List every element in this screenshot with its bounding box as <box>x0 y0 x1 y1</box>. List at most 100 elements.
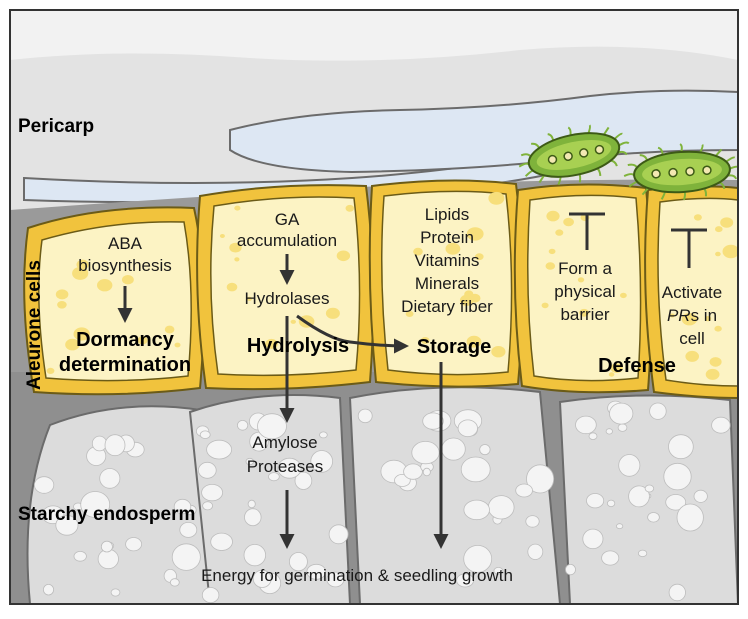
starch-granule <box>411 440 440 465</box>
starch-granule <box>463 499 490 521</box>
inhibition-bar-icon <box>569 212 605 250</box>
bacterium-icon <box>518 124 630 186</box>
starch-granule <box>319 431 328 439</box>
starch-granule <box>605 428 613 435</box>
amylose-label: Amylose <box>252 433 317 452</box>
starch-granule <box>586 493 605 509</box>
starch-granule <box>582 528 604 550</box>
starch-granule <box>173 498 192 515</box>
starch-granule <box>169 578 180 587</box>
starch-granule <box>306 563 327 580</box>
starch-granule <box>403 463 423 480</box>
starch-granule <box>55 514 79 536</box>
cell-dot <box>620 292 627 299</box>
cell-dot <box>541 302 549 309</box>
storage-item-minerals: Minerals <box>415 274 479 293</box>
starch-granule <box>668 434 694 460</box>
starch-granule <box>33 476 55 494</box>
cell-dot <box>681 313 698 326</box>
diagram-frame <box>9 9 739 605</box>
defense-title: Defense <box>598 355 676 377</box>
cell-dot <box>265 338 278 349</box>
cell-dot <box>714 325 722 332</box>
aba-label: ABA <box>108 234 143 253</box>
prs-suffix: s in <box>691 306 717 325</box>
starch-granule <box>268 472 280 482</box>
starch-granule <box>527 543 544 560</box>
starch-granule <box>649 402 667 420</box>
starch-granule <box>526 464 555 494</box>
starch-granule <box>237 419 249 431</box>
activate-line-1: Activate <box>662 283 722 302</box>
cell-dot <box>65 338 80 351</box>
starch-granule <box>243 543 267 567</box>
starch-granule <box>422 467 431 477</box>
starch-granule <box>91 435 108 452</box>
cell-dot <box>579 308 589 317</box>
starch-granule <box>441 437 466 461</box>
cell-dot <box>555 229 564 236</box>
starch-granule <box>588 432 598 441</box>
starch-granule <box>201 483 224 502</box>
starch-granule <box>456 573 475 588</box>
cell-dot <box>219 234 225 238</box>
starch-granule <box>201 587 220 604</box>
dormancy-title: Dormancy <box>76 329 175 351</box>
cell-dot <box>76 259 89 270</box>
starch-granule <box>644 484 655 493</box>
starch-granule <box>609 402 634 425</box>
starch-granule <box>125 537 143 552</box>
cell-dot <box>72 266 89 280</box>
barrier-line-3: barrier <box>560 305 609 324</box>
storage-title: Storage <box>417 336 491 358</box>
starch-granule <box>277 457 302 479</box>
starch-granule <box>247 499 256 509</box>
ga-label: GA <box>275 210 300 229</box>
starch-granule <box>206 439 233 460</box>
bacterium-icon <box>623 143 738 201</box>
starch-granule <box>244 508 262 527</box>
starch-granule <box>422 412 444 430</box>
cell-dot <box>608 372 615 377</box>
starch-granule <box>357 408 373 424</box>
storage-item-vitamins: Vitamins <box>415 251 480 270</box>
starch-granule <box>617 423 628 432</box>
pericarp-label: Pericarp <box>18 116 94 137</box>
storage-item-lipids: Lipids <box>425 205 469 224</box>
cell-dot <box>475 253 484 261</box>
starch-granule <box>171 543 201 571</box>
cell-dot <box>57 301 67 309</box>
cell-dot <box>693 214 702 221</box>
starch-granule <box>601 550 620 566</box>
starch-granule <box>73 550 87 562</box>
cell-dot <box>234 257 240 262</box>
starch-granule <box>693 489 708 503</box>
starch-granule <box>457 419 478 438</box>
cell-dot <box>563 217 574 227</box>
starch-granule <box>487 495 515 520</box>
starch-granule <box>110 588 121 597</box>
cell-dot <box>445 242 461 255</box>
inhibition-bar-icon <box>671 228 707 268</box>
starch-granule <box>100 540 113 553</box>
starch-granule <box>711 416 731 434</box>
endosperm-label: Starchy endosperm <box>18 504 195 525</box>
starch-granule <box>328 524 349 545</box>
activate-line-2: PRs in <box>667 306 717 325</box>
starch-granule <box>245 457 254 466</box>
starch-granule <box>493 566 504 575</box>
starch-granule <box>463 545 493 573</box>
starch-granule <box>515 483 533 498</box>
cell-dot <box>73 327 90 341</box>
determination-title: determination <box>59 354 191 376</box>
starch-granule <box>575 415 597 435</box>
hydrolases-label: Hydrolases <box>244 289 329 308</box>
cell-dot <box>704 316 712 322</box>
bottom-caption: Energy for germination & seedling growth <box>201 566 513 585</box>
barrier-line-1: Form a <box>558 259 612 278</box>
cell-dot <box>610 363 623 373</box>
cell-dot <box>491 346 506 358</box>
cell-dot <box>715 226 723 233</box>
